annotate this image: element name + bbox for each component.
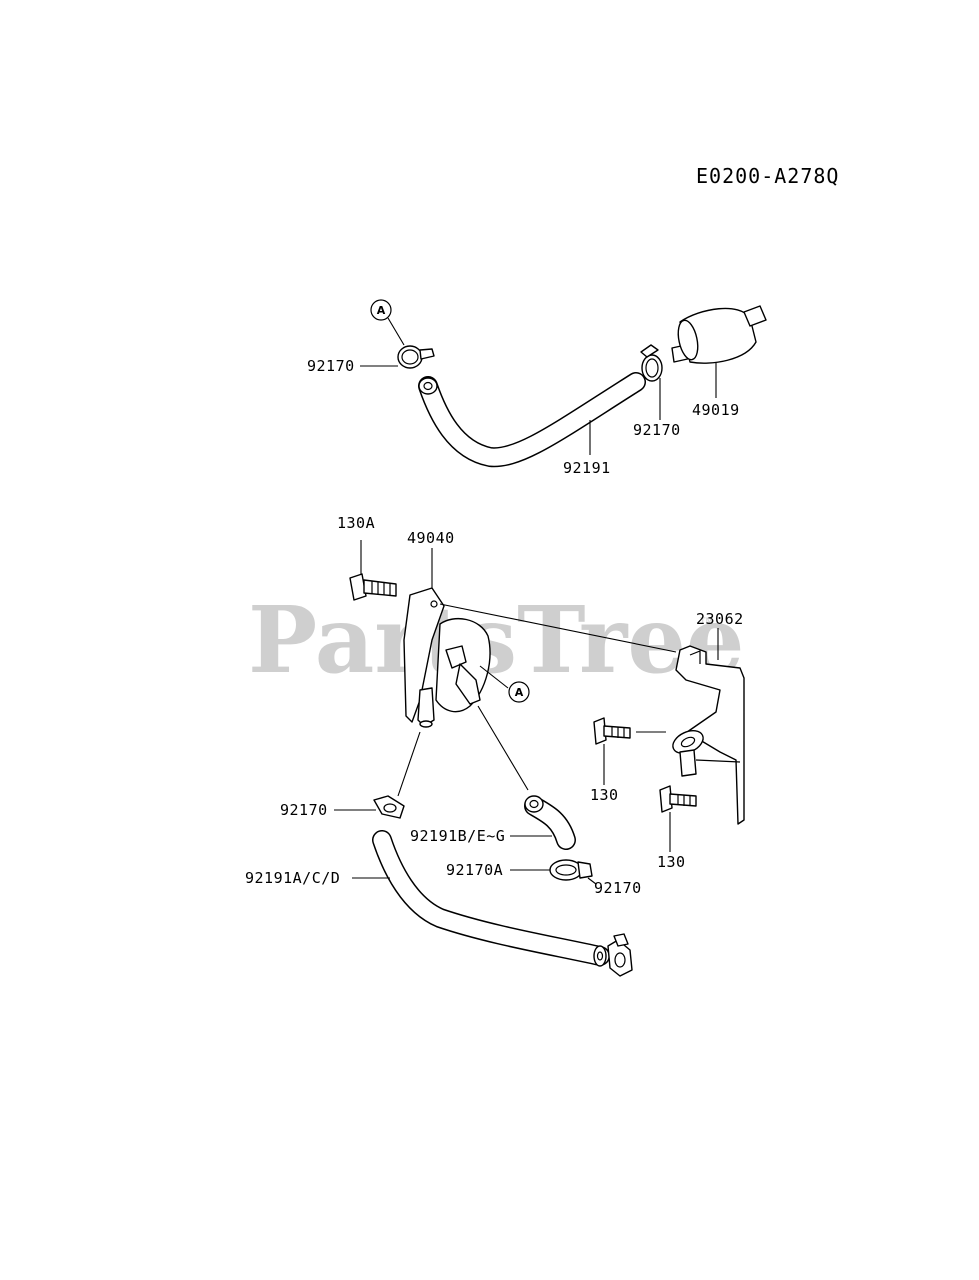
leader-callout-a-bottom (479, 665, 509, 689)
diagram-reference-code: E0200-A278Q (696, 164, 839, 188)
leader-pump-to-clamp (397, 731, 421, 797)
label-clamp-top-left: 92170 (307, 357, 355, 375)
watermark: PartsTree (248, 586, 744, 694)
callout-a-top[interactable]: A (370, 299, 392, 321)
label-fuel-filter: 49019 (692, 401, 740, 419)
leader-pump-to-hose-mid (477, 705, 529, 791)
label-bolt-130a: 130A (337, 514, 375, 532)
label-bolt-130-lower: 130 (657, 853, 686, 871)
clamp-mid-left[interactable] (373, 795, 405, 819)
label-clamp-top-right: 92170 (633, 421, 681, 439)
callout-a-bottom[interactable]: A (508, 681, 530, 703)
callout-a-bottom-text: A (515, 686, 524, 699)
bolt-130-lower[interactable] (659, 785, 697, 813)
watermark-trademark: TM (699, 617, 713, 627)
clamp-92170a[interactable] (549, 859, 593, 881)
leader-callout-a-top (387, 317, 405, 346)
bolt-130a[interactable] (349, 573, 397, 601)
label-fuel-pump: 49040 (407, 529, 455, 547)
fuel-hose-top[interactable] (418, 372, 646, 468)
label-clamp-92170a: 92170A (446, 861, 503, 879)
hose-mid[interactable] (524, 795, 576, 850)
fuel-pump[interactable] (403, 587, 491, 728)
hose-bottom[interactable] (372, 830, 610, 967)
bracket[interactable] (669, 645, 745, 825)
label-hose-bottom: 92191A/C/D (245, 869, 340, 887)
callout-a-top-text: A (377, 304, 386, 317)
leader-pump-to-bracket (439, 603, 677, 653)
label-clamp-mid-left: 92170 (280, 801, 328, 819)
label-bolt-130-upper: 130 (590, 786, 619, 804)
clamp-top-left[interactable] (397, 345, 435, 369)
bolt-130-upper[interactable] (593, 717, 631, 745)
leader-clamp-92170-bottom (587, 877, 597, 885)
label-bracket: 23062 (696, 610, 744, 628)
fuel-filter[interactable] (671, 305, 767, 364)
clamp-top-right[interactable] (640, 344, 663, 382)
clamp-bottom-end[interactable] (607, 933, 633, 977)
label-clamp-92170-bottom: 92170 (594, 879, 642, 897)
label-hose-mid: 92191B/E~G (410, 827, 505, 845)
label-fuel-hose-top: 92191 (563, 459, 611, 477)
